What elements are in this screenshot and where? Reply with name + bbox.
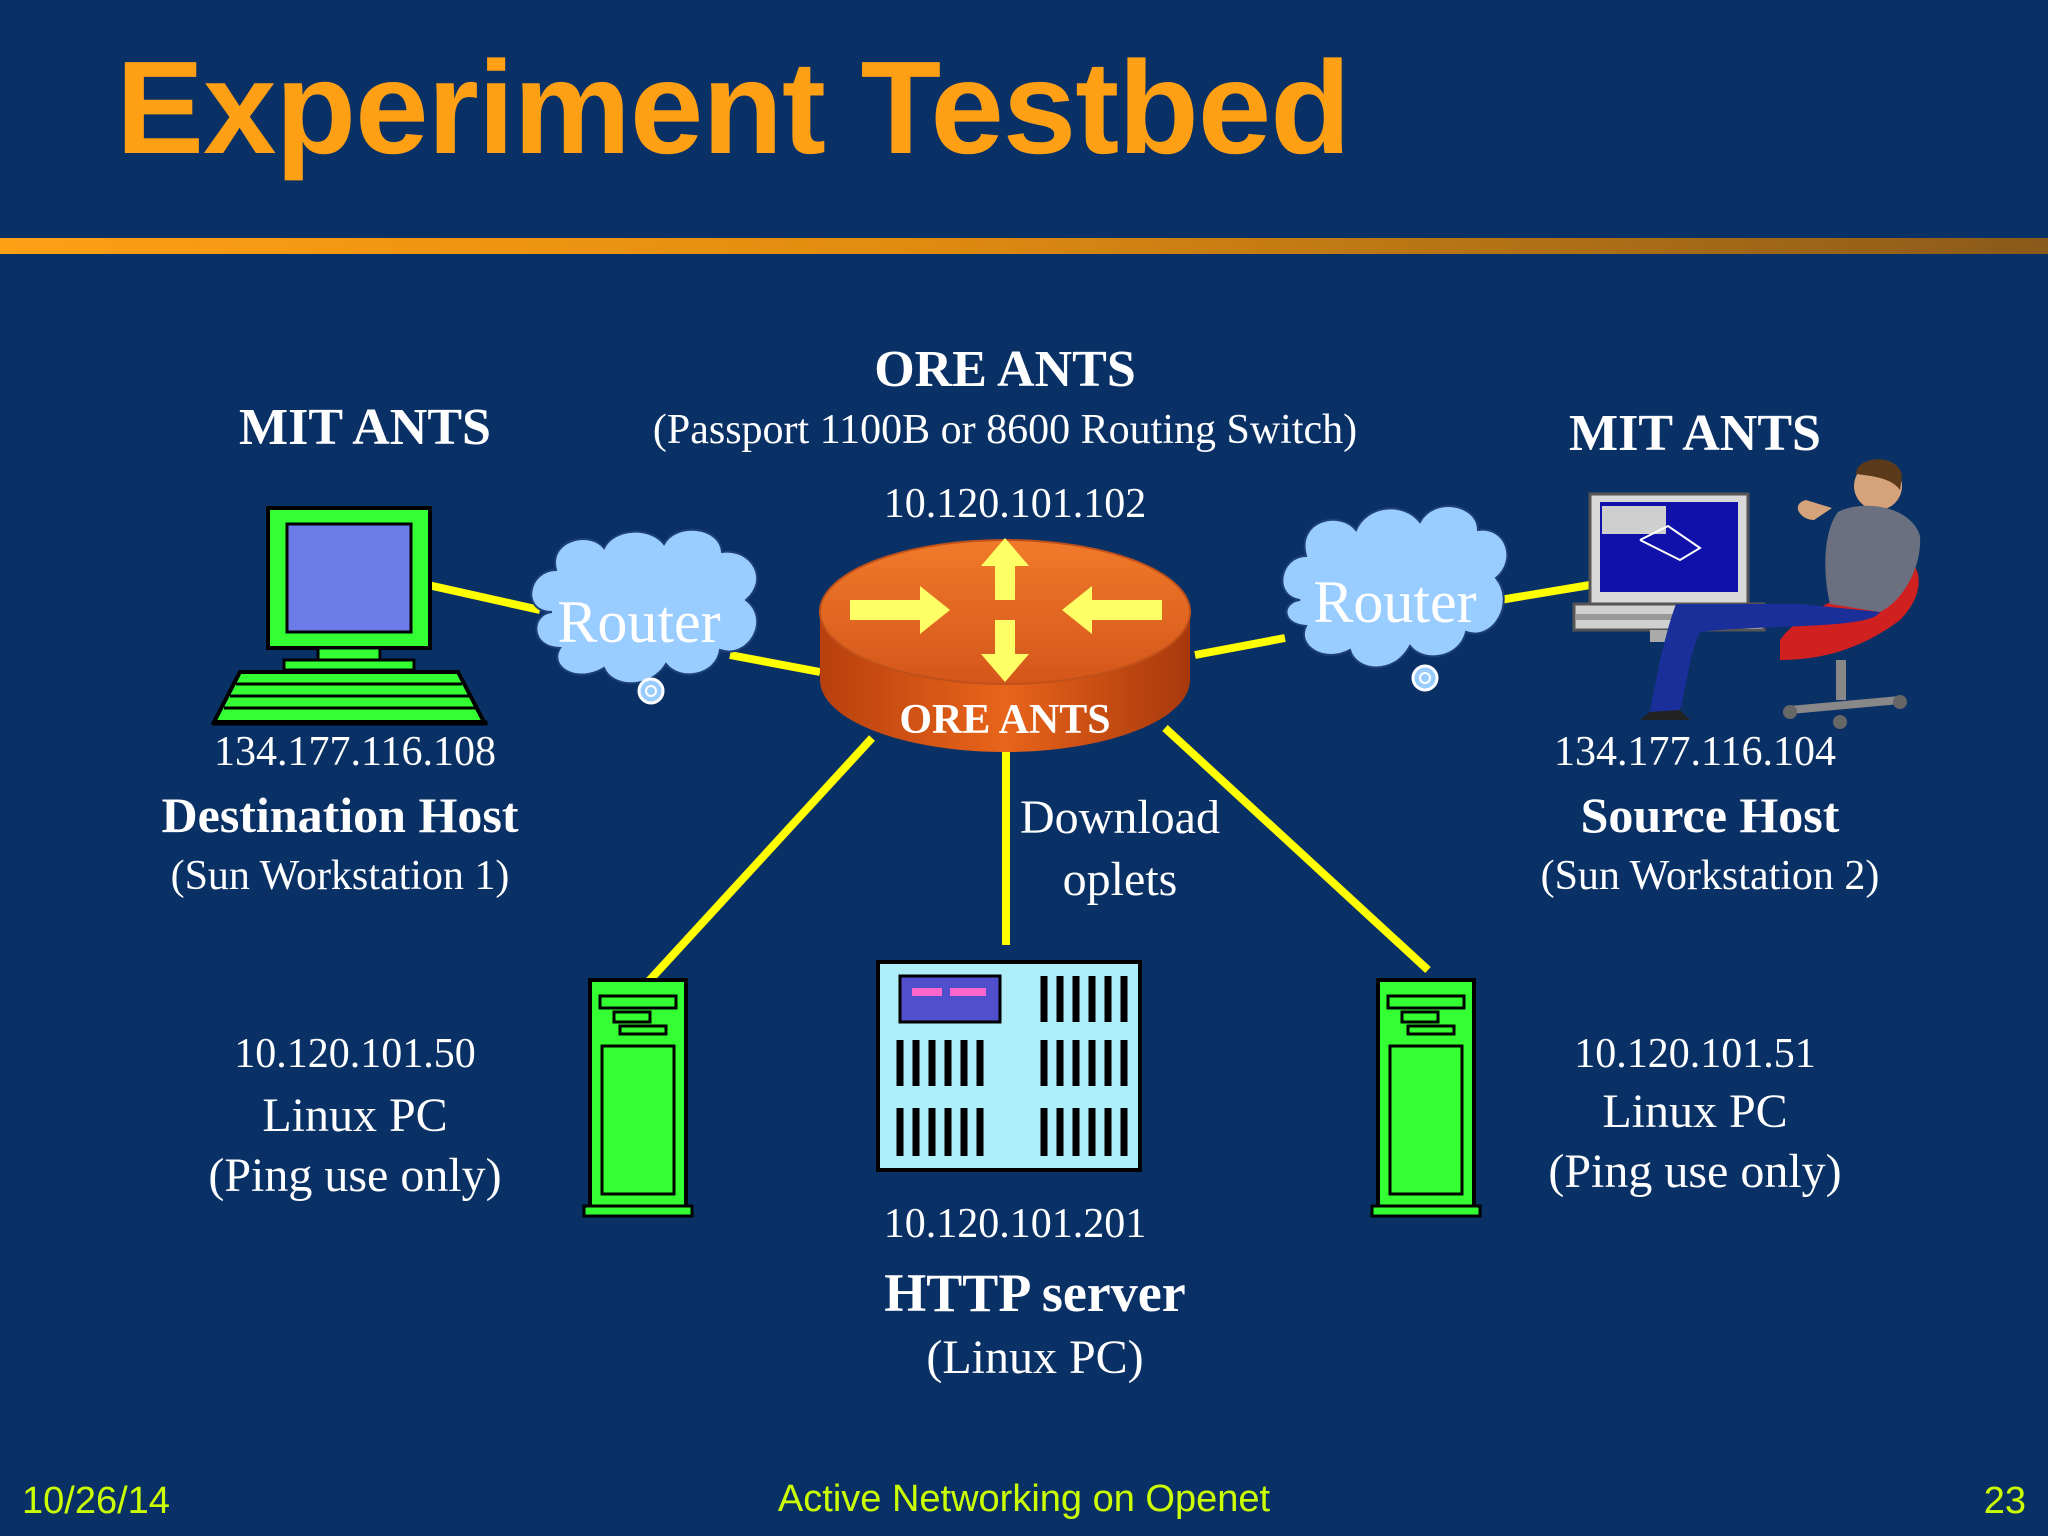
link-dest-router xyxy=(427,581,541,614)
workstation-icon xyxy=(210,506,488,726)
routing-switch-icon xyxy=(819,538,1191,752)
http-ip: 10.120.101.201 xyxy=(883,1201,1147,1247)
cloud-router-left-icon xyxy=(530,528,759,705)
footer-title: Active Networking on Openet xyxy=(777,1478,1271,1520)
arrows-icon xyxy=(850,538,1162,682)
link-router-source xyxy=(1499,581,1591,604)
cloud-router-right-icon xyxy=(1281,505,1509,692)
download-label-line2: oplets xyxy=(1062,853,1178,906)
tower-pc-icon xyxy=(582,978,694,1218)
link-switch-linux-left xyxy=(645,735,875,985)
server-icon xyxy=(876,960,1142,1172)
download-label-line1: Download xyxy=(1020,791,1220,844)
linux-left-desc: (Ping use only) xyxy=(208,1149,502,1202)
linux-left-name: Linux PC xyxy=(262,1089,448,1142)
destination-desc: (Sun Workstation 1) xyxy=(170,853,510,899)
destination-name: Destination Host xyxy=(161,787,519,843)
router-right-label: Router xyxy=(1313,569,1477,635)
linux-right-name: Linux PC xyxy=(1602,1085,1788,1138)
http-desc: (Linux PC) xyxy=(926,1331,1144,1384)
switch-ip: 10.120.101.102 xyxy=(883,481,1147,527)
link-router-switch-left xyxy=(729,651,821,676)
left-group-label: MIT ANTS xyxy=(239,399,491,456)
link-switch-router-right xyxy=(1194,634,1286,659)
http-name: HTTP server xyxy=(884,1263,1186,1323)
destination-ip: 134.177.116.108 xyxy=(214,729,496,775)
link-switch-linux-right xyxy=(1162,725,1431,973)
source-desc: (Sun Workstation 2) xyxy=(1540,853,1880,899)
tower-pc-icon xyxy=(1370,978,1482,1218)
linux-right-ip: 10.120.101.51 xyxy=(1574,1031,1816,1077)
title-divider xyxy=(0,238,2048,254)
user-at-computer-icon xyxy=(1572,459,1921,729)
right-group-label: MIT ANTS xyxy=(1569,405,1821,462)
center-group-label: ORE ANTS xyxy=(874,341,1136,398)
footer-date: 10/26/14 xyxy=(22,1480,170,1522)
network-links xyxy=(427,581,1591,985)
source-name: Source Host xyxy=(1580,787,1840,843)
center-group-subtitle: (Passport 1100B or 8600 Routing Switch) xyxy=(652,407,1358,453)
router-left-label: Router xyxy=(557,589,721,655)
slide-title: Experiment Testbed xyxy=(116,34,1351,181)
linux-left-ip: 10.120.101.50 xyxy=(234,1031,476,1077)
linux-right-desc: (Ping use only) xyxy=(1548,1145,1842,1198)
switch-label: ORE ANTS xyxy=(899,697,1111,743)
source-ip: 134.177.116.104 xyxy=(1554,729,1836,775)
footer-page-number: 23 xyxy=(1983,1480,2026,1522)
